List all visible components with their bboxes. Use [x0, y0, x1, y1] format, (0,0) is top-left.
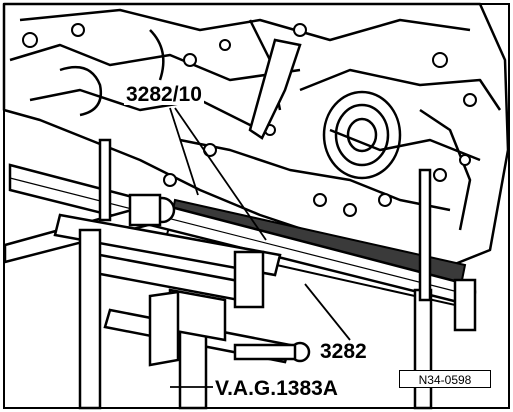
reference-code-tag: N34-0598: [399, 370, 491, 388]
callout-support-bracket: 3282/10: [124, 83, 204, 106]
casing-bracket-arm: [248, 38, 302, 140]
callout-adapter-plate: 3282: [318, 340, 369, 363]
jack-head-block: [148, 250, 265, 367]
jack-legs: [78, 138, 433, 410]
clamp-knobs: [128, 193, 477, 363]
leader-lines: [169, 107, 351, 388]
callout-engine-jack: V.A.G.1383A: [213, 377, 340, 400]
round-flange: [322, 90, 402, 180]
